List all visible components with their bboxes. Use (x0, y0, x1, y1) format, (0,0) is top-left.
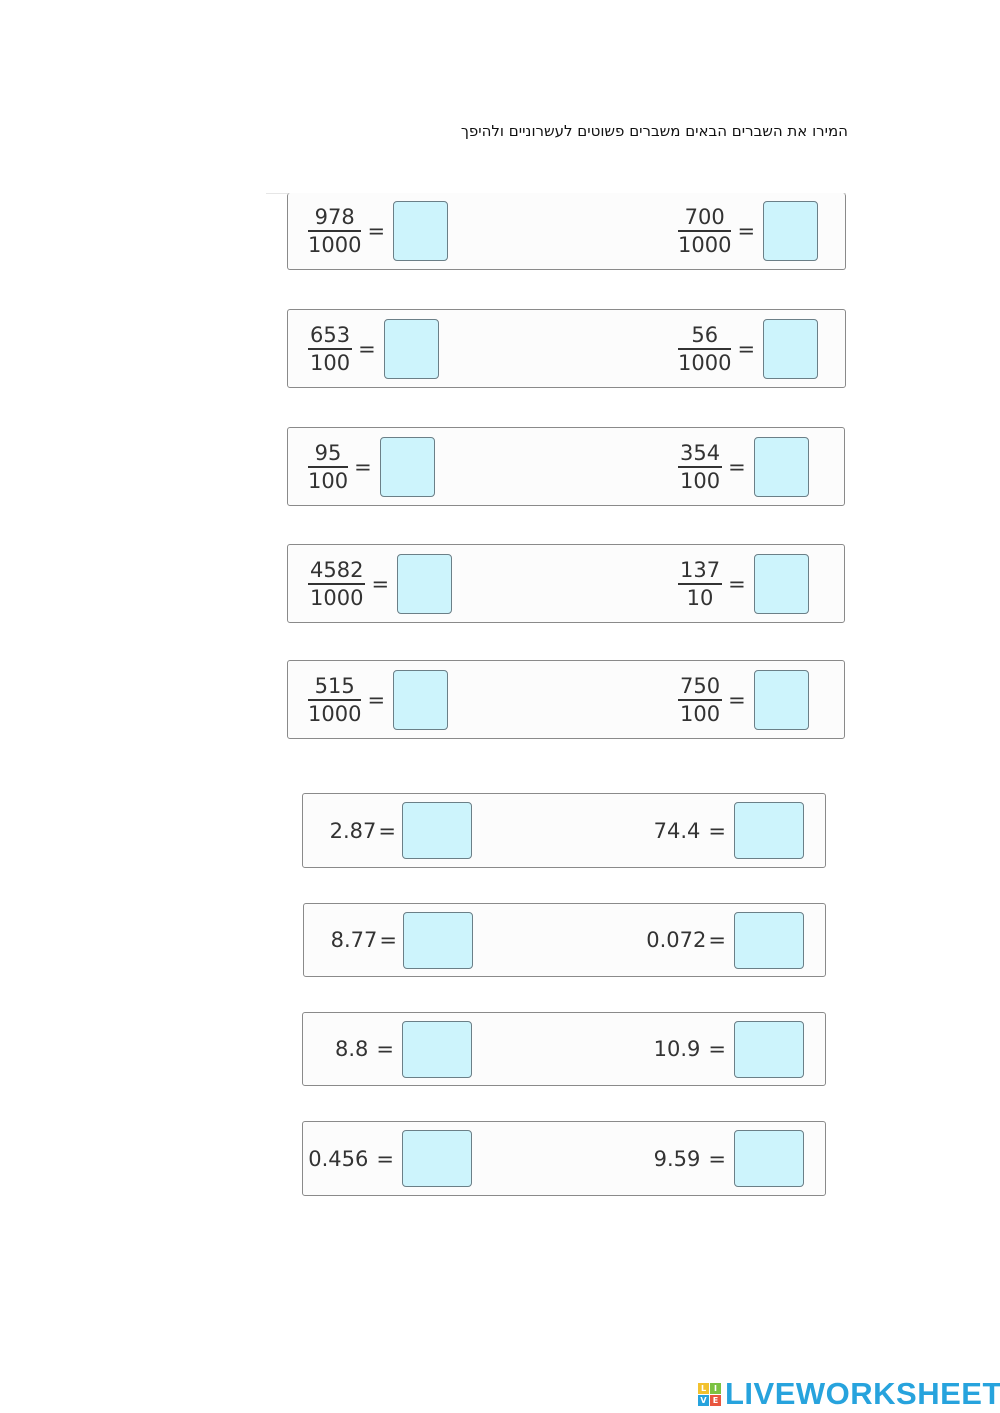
decimal-value: 74.4 (653, 818, 701, 843)
answer-box[interactable] (753, 436, 809, 497)
liveworksheets-logo: L I V E LIVEWORKSHEETS (698, 1376, 1000, 1412)
equals-sign: = (367, 687, 386, 712)
instruction-text: המירו את השברים הבאים משברים פשוטים לעשר… (460, 122, 848, 140)
decimal-value: 0.072 (646, 928, 707, 952)
equals-sign: = (378, 818, 396, 843)
logo-badge-icon: L I V E (698, 1382, 721, 1406)
answer-box[interactable] (403, 911, 473, 969)
equals-sign: = (737, 336, 756, 361)
equals-sign: = (708, 1146, 726, 1171)
decimal-row: 8.77 = 0.072 = (303, 903, 826, 977)
answer-box[interactable] (402, 1020, 472, 1078)
equals-sign: = (367, 219, 386, 243)
equals-sign: = (728, 454, 746, 479)
equals-sign: = (371, 571, 390, 596)
answer-box[interactable] (383, 318, 439, 379)
answer-box[interactable] (734, 1020, 804, 1078)
logo-badge-letter: I (710, 1382, 721, 1394)
answer-box[interactable] (393, 669, 449, 730)
equals-sign: = (728, 687, 746, 712)
answer-box[interactable] (734, 1130, 804, 1187)
answer-box[interactable] (734, 802, 804, 859)
equals-sign: = (737, 219, 756, 243)
equals-sign: = (708, 818, 726, 843)
decimal-value: 2.87 (329, 818, 377, 843)
equals-sign: = (728, 571, 746, 596)
logo-badge-letter: E (710, 1394, 721, 1406)
answer-box[interactable] (753, 553, 809, 614)
answer-box[interactable] (402, 1130, 472, 1187)
decimal-value: 8.8 (334, 1037, 369, 1061)
equals-sign: = (376, 1146, 394, 1171)
equals-sign: = (708, 928, 726, 952)
decimal-row: 8.8 = 10.9 = (302, 1012, 826, 1086)
decimal-row: 2.87 = 74.4 = (302, 793, 826, 868)
equals-sign: = (379, 928, 397, 952)
answer-box[interactable] (753, 669, 809, 730)
logo-badge-letter: L (698, 1382, 709, 1394)
equals-sign: = (708, 1037, 726, 1061)
answer-box[interactable] (763, 201, 819, 261)
equals-sign: = (376, 1037, 394, 1061)
decimal-value: 10.9 (653, 1037, 701, 1061)
decimal-row: 0.456 = 9.59 = (302, 1121, 826, 1196)
logo-text: LIVEWORKSHEETS (725, 1376, 1000, 1411)
answer-box[interactable] (393, 201, 449, 261)
decimal-value: 8.77 (330, 928, 378, 952)
decimal-value: 0.456 (308, 1146, 369, 1171)
answer-box[interactable] (402, 802, 472, 859)
answer-box[interactable] (397, 553, 453, 614)
answer-box[interactable] (379, 436, 435, 497)
equals-sign: = (354, 454, 372, 479)
equals-sign: = (358, 336, 376, 361)
answer-box[interactable] (734, 911, 804, 969)
logo-badge-letter: V (698, 1394, 709, 1406)
answer-box[interactable] (763, 318, 819, 379)
decimal-value: 9.59 (653, 1146, 701, 1171)
